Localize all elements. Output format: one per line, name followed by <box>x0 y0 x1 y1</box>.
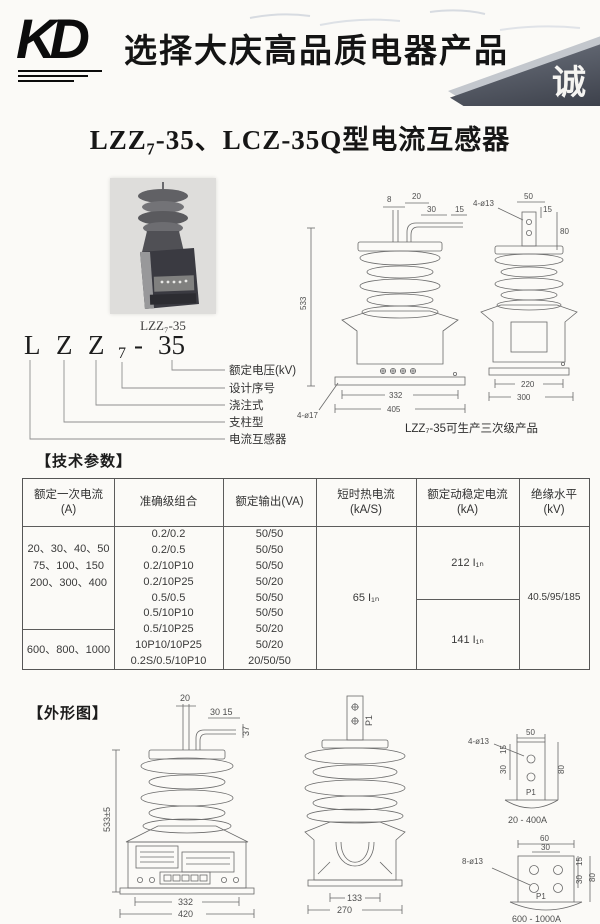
odim-4holes: 4-ø13 <box>468 737 489 746</box>
odim-37: 37 <box>241 726 251 736</box>
odim-side-inner: 133 <box>347 893 362 903</box>
dim-30: 30 <box>427 205 436 214</box>
drawings-note: LZZ₇-35可生产三次级产品 <box>405 421 538 435</box>
primary-current-group1: 20、30、40、50 75、100、150 200、300、400 <box>27 542 110 590</box>
type-char: 7 <box>118 345 126 362</box>
dim-20: 20 <box>412 192 421 201</box>
ribbon-character: 诚 <box>552 65 586 102</box>
primary-current-group2: 600、800、1000 <box>26 644 111 656</box>
odim-30-15: 30 15 <box>210 707 233 717</box>
page-title: LZZ₇-35、LCZ-35Q型电流互感器 <box>89 125 511 155</box>
dim-holes-13: 4-ø13 <box>473 199 494 208</box>
odim-60: 60 <box>540 834 549 843</box>
col-header-insulation: 绝缘水平 (kV) <box>531 488 577 516</box>
kd-logo: KD <box>16 10 116 90</box>
type-char: Z <box>88 330 105 360</box>
odim-l80: 80 <box>588 873 597 882</box>
col-header-accuracy-combo: 准确级组合 <box>139 496 198 508</box>
kd-logo-text: KD <box>16 7 90 70</box>
col-header-short-time-thermal: 短时热电流 (kA/S) <box>337 488 395 516</box>
dimension-drawings: 533 8 20 30 15 332 405 4-ø17 4-ø13 50 15… <box>297 192 578 435</box>
dim-8: 8 <box>387 195 392 204</box>
type-char: L <box>24 330 41 360</box>
product-photo <box>110 178 216 314</box>
dynamic-current-upper: 212 I₁ₙ <box>451 557 484 569</box>
col-header-rated-output: 额定输出(VA) <box>235 496 304 508</box>
outline-drawings: 20 30 15 37 533±5 332 420 P1 133 270 50 … <box>102 693 597 924</box>
odim-s15: 15 <box>499 745 508 754</box>
type-label-design-serial: 设计序号 <box>229 381 275 395</box>
product-photo-image <box>110 178 216 314</box>
type-label-current-transformer: 电流互感器 <box>229 432 287 446</box>
odim-side-outer: 270 <box>337 905 352 915</box>
dim-15b: 15 <box>543 205 552 214</box>
section-tech-params: 【技术参数】 <box>36 453 133 470</box>
dim-base-outer: 405 <box>387 405 401 414</box>
type-label-rated-voltage: 额定电压(kV) <box>229 363 296 377</box>
kd-logo-underline <box>18 70 102 85</box>
dynamic-current-lower: 141 I₁ₙ <box>451 633 484 646</box>
section-outline: 【外形图】 <box>28 705 109 722</box>
odim-l-p1: P1 <box>536 892 546 901</box>
caption-600-1000: 600 - 1000A <box>512 914 561 924</box>
dim-15: 15 <box>455 205 464 214</box>
col-header-dynamic-current: 额定动稳定电流 (kA) <box>427 488 508 516</box>
type-char: 35 <box>158 330 185 360</box>
rated-output-list: 50/50 50/50 50/50 50/20 50/50 50/50 50/2… <box>248 527 291 668</box>
insulation-level-value: 40.5/95/185 <box>527 592 581 603</box>
odim-height: 533±5 <box>102 807 112 832</box>
dim-base-inner-r: 220 <box>521 380 535 389</box>
odim-base-outer: 420 <box>178 909 193 919</box>
odim-terminal-p1: P1 <box>364 715 374 726</box>
dim-80: 80 <box>560 227 569 236</box>
accuracy-combo-list: 0.2/0.2 0.2/0.5 0.2/10P10 0.2/10P25 0.5/… <box>130 527 207 668</box>
caption-20-400: 20 - 400A <box>508 815 547 825</box>
odim-50: 50 <box>526 728 535 737</box>
dim-base-inner: 332 <box>389 391 403 400</box>
ribbon-banner: 诚 <box>450 44 600 106</box>
col-header-primary-current: 额定一次电流 (A) <box>34 488 103 516</box>
type-char: Z <box>56 330 73 360</box>
dim-base-outer-r: 300 <box>517 393 531 402</box>
odim-s30: 30 <box>499 765 508 774</box>
odim-8holes: 8-ø13 <box>462 857 483 866</box>
tech-params-table: 额定一次电流 (A) 准确级组合 额定输出(VA) 短时热电流 (kA/S) 额… <box>22 478 590 670</box>
dim-height: 533 <box>299 296 308 310</box>
odim-20: 20 <box>180 693 190 703</box>
dim-50: 50 <box>524 192 533 201</box>
type-label-cast-type: 浇注式 <box>229 398 264 412</box>
odim-l30b: 30 <box>575 875 584 884</box>
type-char: - <box>134 330 143 360</box>
product-photo-caption: LZZ₇-35 <box>140 318 186 333</box>
short-time-thermal-value: 65 I₁ₙ <box>352 592 380 604</box>
type-label-post-type: 支柱型 <box>229 415 264 429</box>
header-slogan: 选择大庆高品质电器产品 <box>124 32 509 69</box>
odim-s-p1: P1 <box>526 788 536 797</box>
odim-l15: 15 <box>575 857 584 866</box>
odim-l30: 30 <box>541 843 550 852</box>
dim-holes-17: 4-ø17 <box>297 411 318 420</box>
type-designation-diagram: L Z Z 7 - 35 额定电压(kV) 设计序号 浇注式 支柱型 电流互感器 <box>24 330 296 446</box>
odim-s80: 80 <box>557 765 566 774</box>
odim-base-inner: 332 <box>178 897 193 907</box>
